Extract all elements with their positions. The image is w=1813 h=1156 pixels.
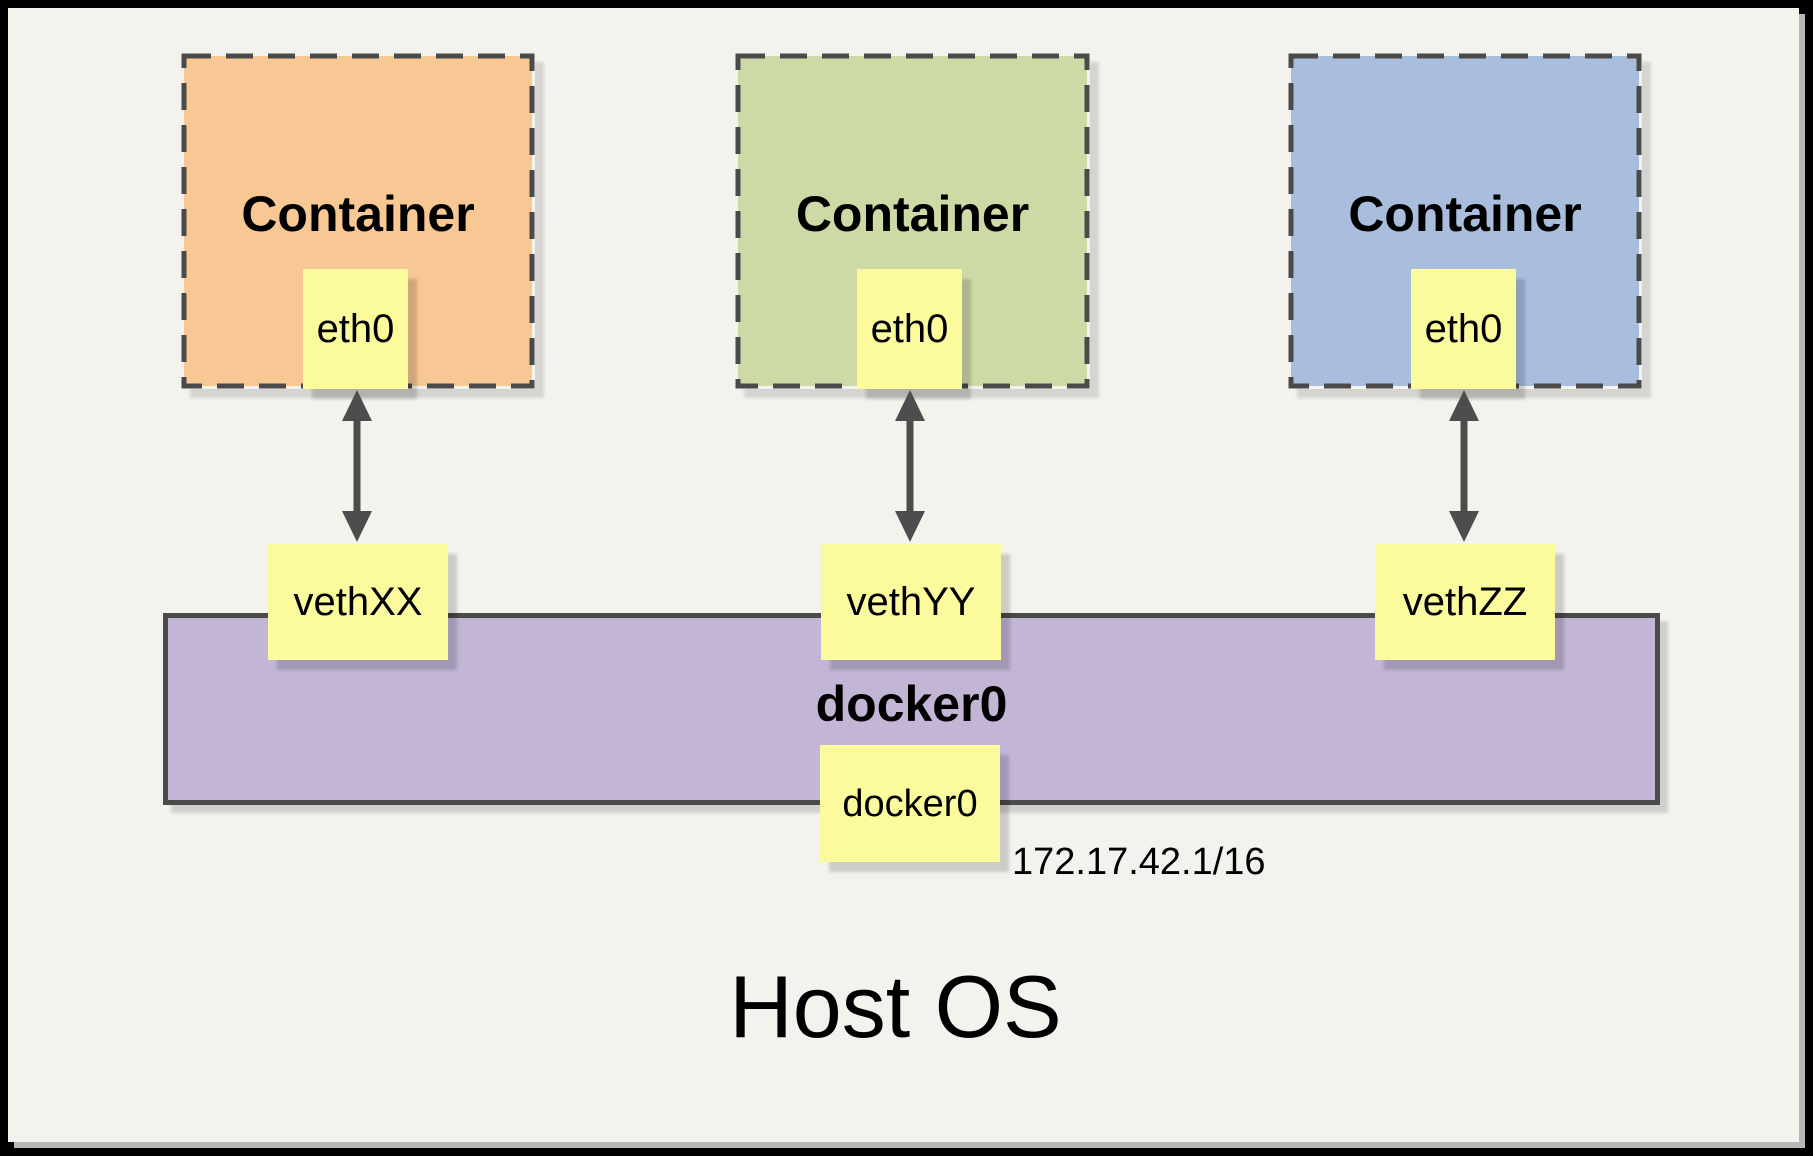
veth-box-2: vethYY: [821, 544, 1001, 660]
eth0-box-3: eth0: [1411, 269, 1516, 389]
eth0-box-1: eth0: [303, 269, 408, 389]
container-label: Container: [795, 186, 1030, 242]
docker0-interface-box: docker0: [820, 745, 1000, 862]
eth0-box-2: eth0: [857, 269, 962, 389]
veth-box-1: vethXX: [268, 544, 448, 660]
bidirectional-arrow-2-icon: [895, 390, 925, 542]
bidirectional-arrow-1-icon: [342, 390, 372, 542]
veth-box-3: vethZZ: [1375, 544, 1555, 660]
container-label: Container: [1348, 186, 1582, 242]
host-os-label: Host OS: [729, 957, 1062, 1056]
container-label: Container: [241, 186, 475, 242]
bridge-ip-label: 172.17.42.1/16: [1012, 841, 1266, 883]
container-box-1: Container: [181, 53, 535, 389]
bidirectional-arrow-3-icon: [1449, 390, 1479, 542]
docker0-bridge-label: docker0: [815, 676, 1008, 732]
